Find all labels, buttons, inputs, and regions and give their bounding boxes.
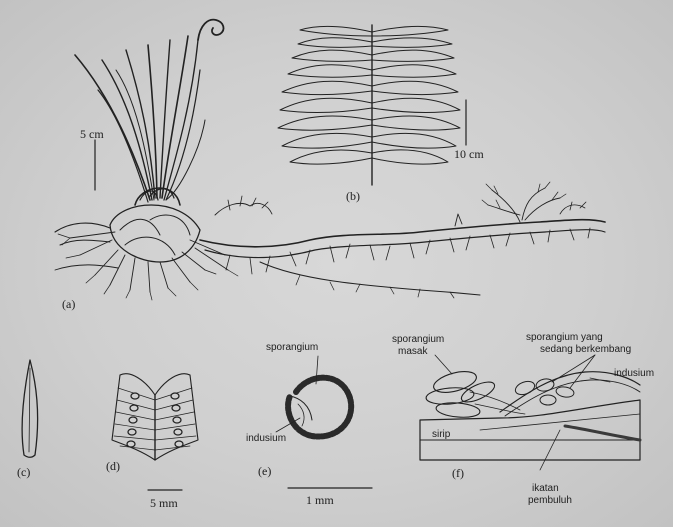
panel-label-a: (a) bbox=[62, 298, 75, 310]
label-indusium-f: indusium bbox=[614, 369, 654, 379]
panel-label-c: (c) bbox=[17, 466, 30, 478]
label-ikatan-line1: ikatan bbox=[532, 484, 559, 494]
label-ikatan-line2: pembuluh bbox=[528, 496, 572, 506]
pinna-drawing bbox=[22, 360, 38, 457]
scale-label-5mm: 5 mm bbox=[150, 497, 178, 509]
panel-label-d: (d) bbox=[106, 460, 120, 472]
scale-label-1mm: 1 mm bbox=[306, 494, 334, 506]
label-sirip: sirip bbox=[432, 430, 450, 440]
label-indusium-e: indusium bbox=[246, 434, 286, 444]
panel-label-f: (f) bbox=[452, 467, 464, 479]
panel-label-b: (b) bbox=[346, 190, 360, 202]
label-sporangium-masak-line2: masak bbox=[398, 347, 427, 357]
label-sporangium-e: sporangium bbox=[266, 343, 318, 353]
scale-label-5cm: 5 cm bbox=[80, 128, 104, 140]
frond-drawing bbox=[278, 25, 466, 185]
label-sporangium-masak-line1: sporangium bbox=[392, 335, 444, 345]
sorus-ring-drawing bbox=[276, 356, 351, 437]
section-drawing bbox=[420, 355, 640, 470]
scale-label-10cm: 10 cm bbox=[454, 148, 484, 160]
label-sporangium-berkembang-line1: sporangium yang bbox=[526, 333, 603, 343]
panel-label-e: (e) bbox=[258, 465, 271, 477]
sori-drawing bbox=[112, 374, 198, 460]
label-sporangium-berkembang-line2: sedang berkembang bbox=[540, 345, 631, 355]
